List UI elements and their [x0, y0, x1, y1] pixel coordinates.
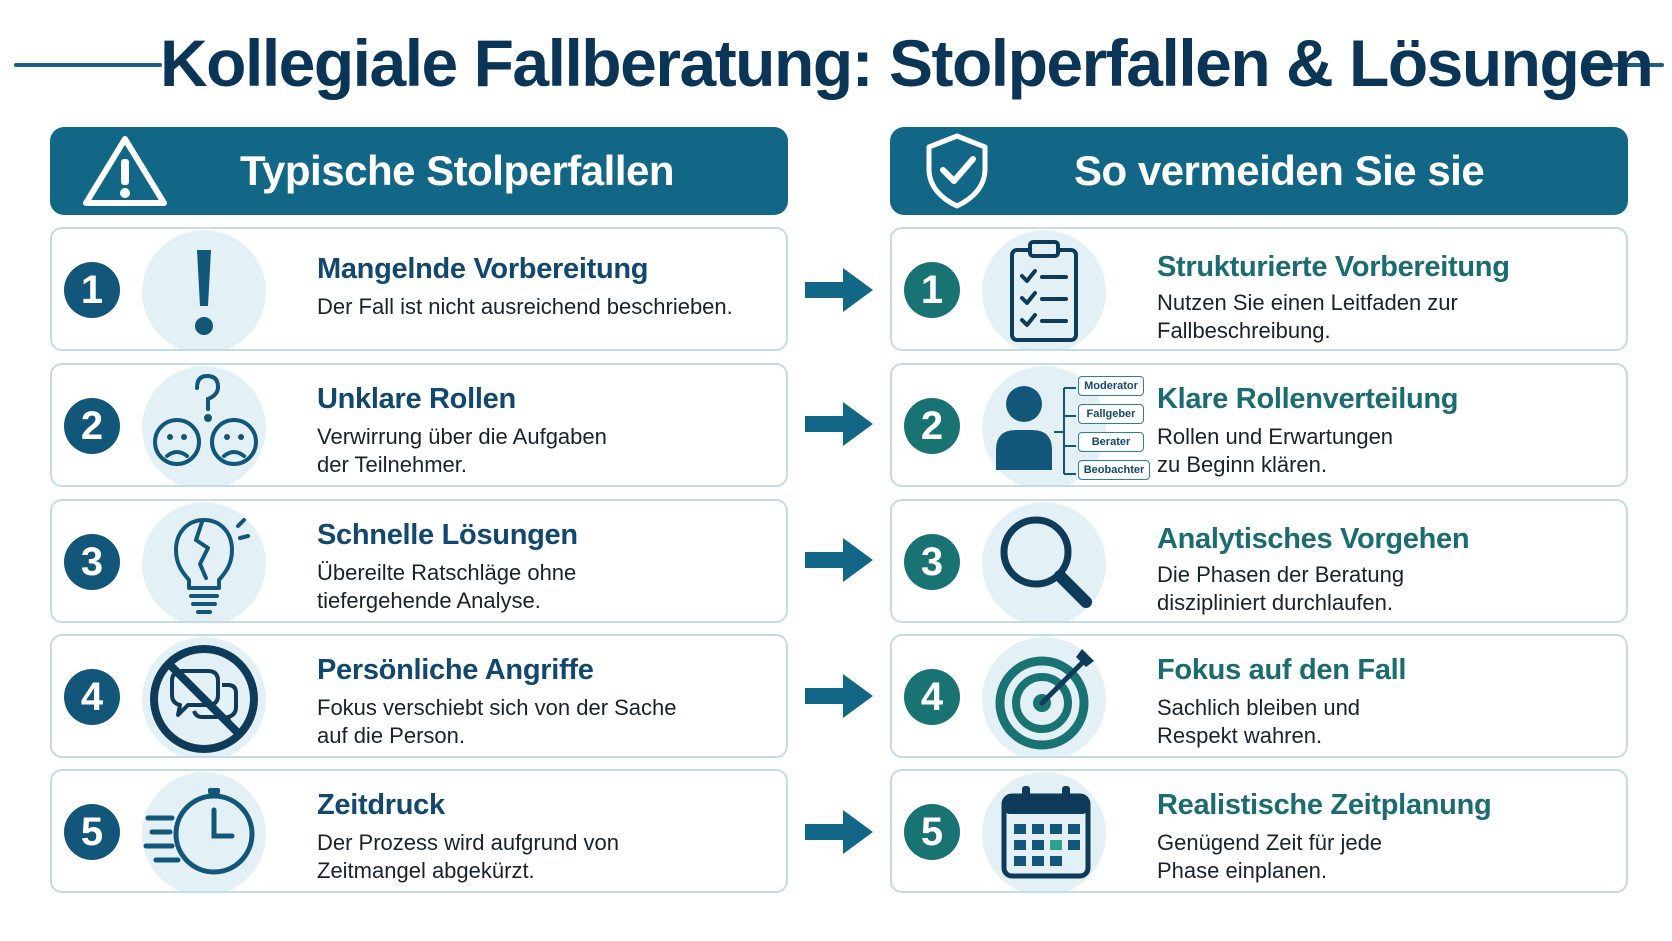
pitfalls-header-label: Typische Stolperfallen	[240, 147, 675, 194]
pitfall-number-5: 5	[64, 804, 120, 860]
magnifier-icon	[1000, 516, 1092, 608]
role-tag-moderator: Moderator	[1078, 376, 1144, 396]
solution-title-3: Analytisches Vorgehen	[1157, 523, 1470, 555]
solutions-header-label: So vermeiden Sie sie	[1074, 147, 1485, 194]
pitfall-desc-2-line1: Verwirrung über die Aufgaben	[317, 424, 607, 449]
no-chat-icon	[150, 645, 258, 753]
solution-desc-4-line1: Sachlich bleiben und	[1157, 695, 1361, 720]
fast-clock-icon	[143, 788, 255, 875]
pitfall-desc-3-line2: tiefergehende Analyse.	[317, 588, 541, 613]
pitfall-desc-5-line1: Der Prozess wird aufgrund von	[317, 830, 620, 855]
role-tag-berater: Berater	[1078, 432, 1144, 452]
pitfall-number-3: 3	[64, 534, 120, 590]
warning-triangle-icon	[83, 136, 167, 206]
pitfall-desc-5-line2: Zeitmangel abgekürzt.	[317, 858, 535, 883]
solution-number-4: 4	[904, 669, 960, 725]
solution-number-1: 1	[904, 262, 960, 318]
solutions-header: So vermeiden Sie sie	[890, 127, 1628, 215]
solution-title-5: Realistische Zeitplanung	[1157, 789, 1492, 821]
target-arrow-icon	[995, 649, 1094, 750]
solution-desc-5-line2: Phase einplanen.	[1157, 858, 1328, 883]
solution-desc-2-line2: zu Beginn klären.	[1157, 452, 1327, 477]
solution-number-2: 2	[904, 398, 960, 454]
page-title: Kollegiale Fallberatung: Stolperfallen &…	[160, 26, 1654, 100]
pitfall-title-1: Mangelnde Vorbereitung	[317, 253, 649, 285]
solution-desc-2-line1: Rollen und Erwartungen	[1157, 424, 1394, 449]
solution-desc-3-line1: Die Phasen der Beratung	[1157, 562, 1405, 587]
pitfall-number-2: 2	[64, 398, 120, 454]
solution-number-3: 3	[904, 534, 960, 590]
pitfall-title-2: Unklare Rollen	[317, 383, 516, 415]
role-tag-beobachter: Beobachter	[1078, 460, 1150, 480]
pitfall-desc-2-line2: der Teilnehmer.	[317, 452, 468, 477]
arrow-right-icon	[805, 268, 873, 312]
solution-card-1: 1 Strukturierte Vorbereitung Nutzen Sie …	[890, 227, 1628, 351]
pitfall-title-4: Persönliche Angriffe	[317, 654, 594, 686]
exclamation-icon	[195, 250, 213, 335]
checklist-clipboard-icon	[1010, 240, 1078, 342]
solution-card-5: 5 Realistische Zeitplanung Genügend Zeit…	[890, 769, 1628, 893]
pitfall-desc-3-line1: Übereilte Ratschläge ohne	[317, 560, 577, 585]
solution-desc-5-line1: Genügend Zeit für jede	[1157, 830, 1383, 855]
pitfall-card-2: 2 Unklare Rollen Verwirrung über die Auf…	[50, 363, 788, 487]
solution-title-1: Strukturierte Vorbereitung	[1157, 251, 1510, 283]
pitfall-desc-1-line1: Der Fall ist nicht ausreichend beschrieb…	[317, 294, 733, 319]
pitfall-number-1: 1	[64, 262, 120, 318]
pitfall-card-4: 4 Persönliche Angriffe Fokus verschiebt …	[50, 634, 788, 758]
arrow-right-icon	[805, 674, 873, 718]
pitfall-desc-4-line2: auf die Person.	[317, 723, 465, 748]
arrow-right-icon	[805, 810, 873, 854]
title-line-left	[14, 63, 162, 67]
solution-card-3: 3 Analytisches Vorgehen Die Phasen der B…	[890, 499, 1628, 623]
solution-title-4: Fokus auf den Fall	[1157, 654, 1407, 686]
solution-desc-1-line2: Fallbeschreibung.	[1157, 318, 1331, 343]
pitfall-title-3: Schnelle Lösungen	[317, 519, 578, 551]
role-tag-fallgeber: Fallgeber	[1078, 404, 1144, 424]
title-line-right	[1584, 63, 1664, 67]
calendar-icon	[1001, 786, 1091, 879]
arrow-right-icon	[805, 538, 873, 582]
solution-title-2: Klare Rollenverteilung	[1157, 383, 1459, 415]
confused-faces-icon	[153, 373, 258, 466]
solution-desc-4-line2: Respekt wahren.	[1157, 723, 1323, 748]
solution-desc-1-line1: Nutzen Sie einen Leitfaden zur	[1157, 290, 1458, 315]
pitfalls-header: Typische Stolperfallen	[50, 127, 788, 215]
pitfall-card-5: 5 Zeitdruck Der Prozess wird aufgrund vo…	[50, 769, 788, 893]
solution-desc-3-line2: diszipliniert durchlaufen.	[1157, 590, 1394, 615]
arrow-right-icon	[805, 402, 873, 446]
pitfall-desc-4-line1: Fokus verschiebt sich von der Sache	[317, 695, 677, 720]
broken-lightbulb-icon	[174, 518, 250, 614]
pitfall-number-4: 4	[64, 669, 120, 725]
pitfall-card-1: 1 Mangelnde Vorbereitung Der Fall ist ni…	[50, 227, 788, 351]
solution-card-2: 2 Moderator Fallgeber Berater Beobachter…	[890, 363, 1628, 487]
shield-check-icon	[926, 133, 988, 209]
solution-number-5: 5	[904, 804, 960, 860]
pitfall-title-5: Zeitdruck	[317, 789, 445, 821]
pitfall-card-3: 3 Schnelle Lösungen Übereilte Ratschläge…	[50, 499, 788, 623]
solution-card-4: 4 Fokus auf den Fall Sachlich bleiben un…	[890, 634, 1628, 758]
person-roles-icon	[996, 386, 1076, 475]
